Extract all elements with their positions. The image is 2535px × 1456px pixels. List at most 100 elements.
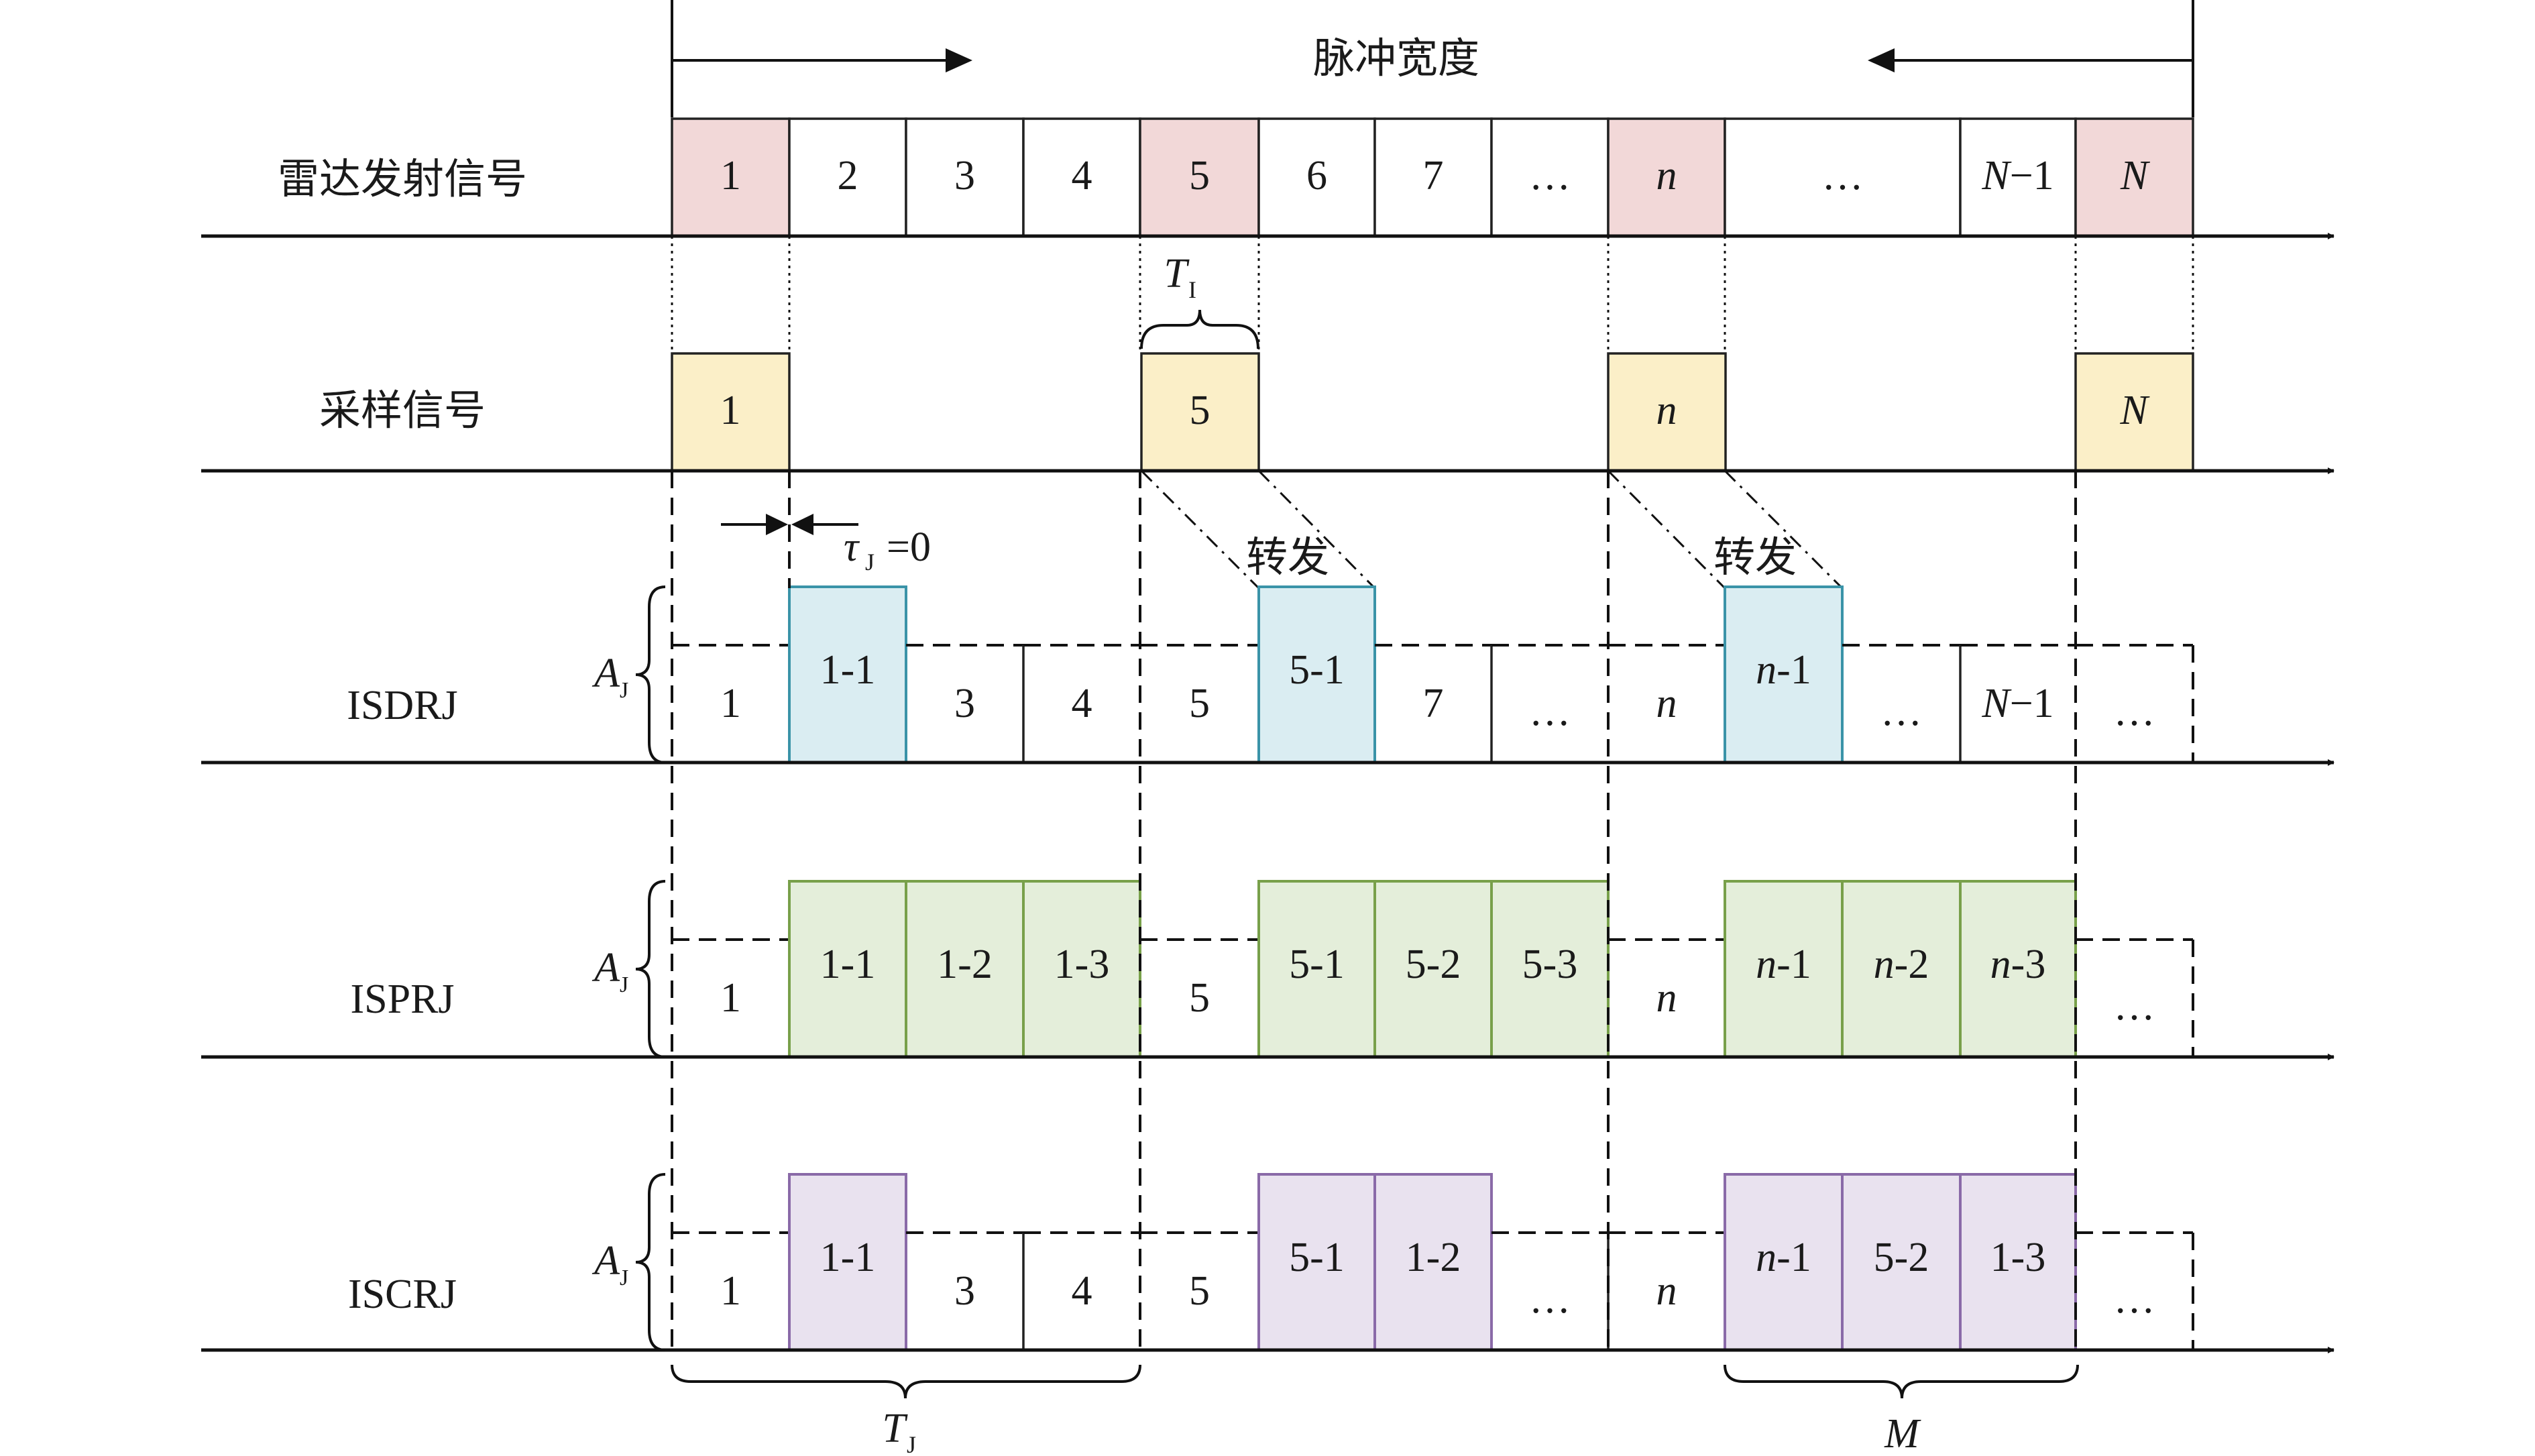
isprj-base-label: … — [2114, 983, 2155, 1029]
forward-annotations: 转发 转发 — [1140, 469, 1844, 590]
tau-label: τ — [844, 524, 860, 570]
isprj-amplitude-subscript: J — [620, 972, 628, 997]
tj-subscript: J — [907, 1431, 916, 1456]
iscrj-base-label: 5 — [1189, 1268, 1210, 1314]
isdrj-amplitude-brace — [635, 585, 666, 764]
radar-pulse-label: … — [1822, 153, 1864, 199]
isprj-forwarded-label: 1-1 — [820, 942, 876, 987]
isprj-base-label: 1 — [720, 975, 741, 1021]
tj-label: T — [883, 1406, 909, 1451]
isdrj-base-label: … — [2114, 689, 2155, 734]
isprj-forwarded-cell — [1257, 880, 1376, 1058]
iscrj-amplitude-label: A — [592, 1238, 620, 1284]
radar-pulse-label: 7 — [1423, 153, 1444, 199]
sampling-projection-lines — [671, 236, 2194, 352]
isprj-base-label: n — [1656, 975, 1677, 1021]
ti-subscript: I — [1188, 276, 1196, 303]
iscrj-amplitude-subscript: J — [620, 1266, 628, 1290]
m-brace: M — [1724, 1364, 2079, 1456]
iscrj-forwarded-label: 5-1 — [1289, 1235, 1345, 1280]
iscrj-base-label: 3 — [954, 1268, 975, 1314]
iscrj-base-label: 1 — [720, 1268, 741, 1314]
isdrj-amplitude-subscript: J — [620, 678, 628, 703]
isprj-forwarded-cell — [1724, 880, 1844, 1058]
isdrj-forwarded-label: n-1 — [1756, 647, 1811, 693]
sampling-pulse-cell — [1140, 352, 1260, 472]
sampling-pulse-label: N — [2119, 388, 2150, 433]
sampling-pulse-cell — [1607, 352, 1727, 472]
sampling-pulse-label: 1 — [720, 388, 741, 433]
radar-pulse-cell — [1959, 117, 2077, 237]
tau-value: =0 — [887, 524, 931, 570]
isdrj-base-label: 7 — [1423, 681, 1444, 726]
sampling-pulse-label: 5 — [1190, 388, 1210, 433]
radar-pulse-label: n — [1656, 153, 1677, 199]
sampling-signal-label: 采样信号 — [319, 388, 486, 434]
radar-signal-label: 雷达发射信号 — [278, 157, 527, 203]
isprj-forwarded-cell — [905, 880, 1025, 1058]
isprj-forwarded-label: n-2 — [1874, 942, 1929, 987]
isdrj-base-label: 1 — [720, 681, 741, 726]
isprj-forwarded-label: n-1 — [1756, 942, 1811, 987]
pulse-width-indicator: 脉冲宽度 — [671, 0, 2194, 117]
sampling-pulse-cell — [2074, 352, 2194, 472]
left-arrow-icon — [1868, 48, 1895, 72]
radar-pulse-label: 5 — [1189, 153, 1210, 199]
radar-pulse-label: … — [1529, 153, 1571, 199]
radar-pulse-label: N−1 — [1981, 153, 2053, 199]
radar-pulse-cell — [1022, 117, 1141, 237]
radar-pulse-cell — [1724, 117, 1962, 237]
isprj-forwarded-label: 5-2 — [1406, 942, 1461, 987]
isprj-forwarded-label: n-3 — [1990, 942, 2046, 987]
radar-pulse-label: 3 — [954, 153, 975, 199]
isdrj-base-label: 3 — [954, 681, 975, 726]
isprj-forwarded-cell — [1490, 880, 1610, 1058]
sampling-pulse-label: n — [1656, 388, 1677, 433]
iscrj-base-label: n — [1656, 1268, 1677, 1314]
radar-pulse-cell — [2074, 117, 2194, 237]
isprj-forwarded-label: 5-1 — [1289, 942, 1345, 987]
radar-pulse-cell — [671, 117, 791, 237]
radar-pulse-label: 4 — [1072, 153, 1092, 199]
right-arrow-icon — [946, 48, 972, 72]
sampling-signal-row: 1 5 n N — [671, 352, 2194, 472]
isprj-forwarded-cell — [1373, 880, 1493, 1058]
vertical-guide-lines — [671, 471, 2077, 1350]
radar-pulse-cell — [1607, 117, 1726, 237]
isprj-label: ISPRJ — [350, 976, 454, 1022]
isdrj-base-label: N−1 — [1981, 681, 2053, 726]
isdrj-forwarded-cell — [788, 585, 907, 764]
radar-signal-row: 1 2 3 4 5 6 7 … n … N−1 N — [671, 117, 2194, 237]
isprj-forwarded-label: 5-3 — [1522, 942, 1578, 987]
sampling-pulse-cell — [671, 352, 791, 472]
isprj-amplitude-label: A — [592, 945, 620, 991]
isdrj-forwarded-label: 5-1 — [1289, 647, 1345, 693]
isdrj-forwarded-cell — [1257, 585, 1376, 764]
isdrj-base-label: 5 — [1189, 681, 1210, 726]
isdrj-base-label: 4 — [1072, 681, 1092, 726]
isdrj-base-label: … — [1880, 689, 1922, 734]
iscrj-forwarded-label: 5-2 — [1874, 1235, 1929, 1280]
m-label: M — [1884, 1411, 1921, 1456]
radar-pulse-cell — [1257, 117, 1376, 237]
radar-pulse-label: 2 — [838, 153, 858, 199]
isdrj-base-label: … — [1529, 689, 1571, 734]
isdrj-base-label: n — [1656, 681, 1677, 726]
iscrj-forwarded-label: 1-3 — [1990, 1235, 2046, 1280]
isprj-base-label: 5 — [1189, 975, 1210, 1021]
iscrj-base-label: 4 — [1072, 1268, 1092, 1314]
iscrj-base-label: … — [2114, 1276, 2155, 1322]
radar-pulse-label: 6 — [1306, 153, 1327, 199]
isprj-forwarded-cell — [1959, 880, 2077, 1058]
radar-pulse-label: 1 — [720, 153, 741, 199]
iscrj-label: ISCRJ — [348, 1272, 457, 1317]
radar-pulse-label: N — [2120, 153, 2151, 199]
ti-label: T — [1164, 251, 1190, 296]
isdrj-label: ISDRJ — [347, 683, 457, 728]
tau-annotation: τ J =0 — [721, 514, 931, 575]
right-arrow-icon — [766, 514, 788, 535]
ti-brace: T I — [1140, 251, 1259, 349]
